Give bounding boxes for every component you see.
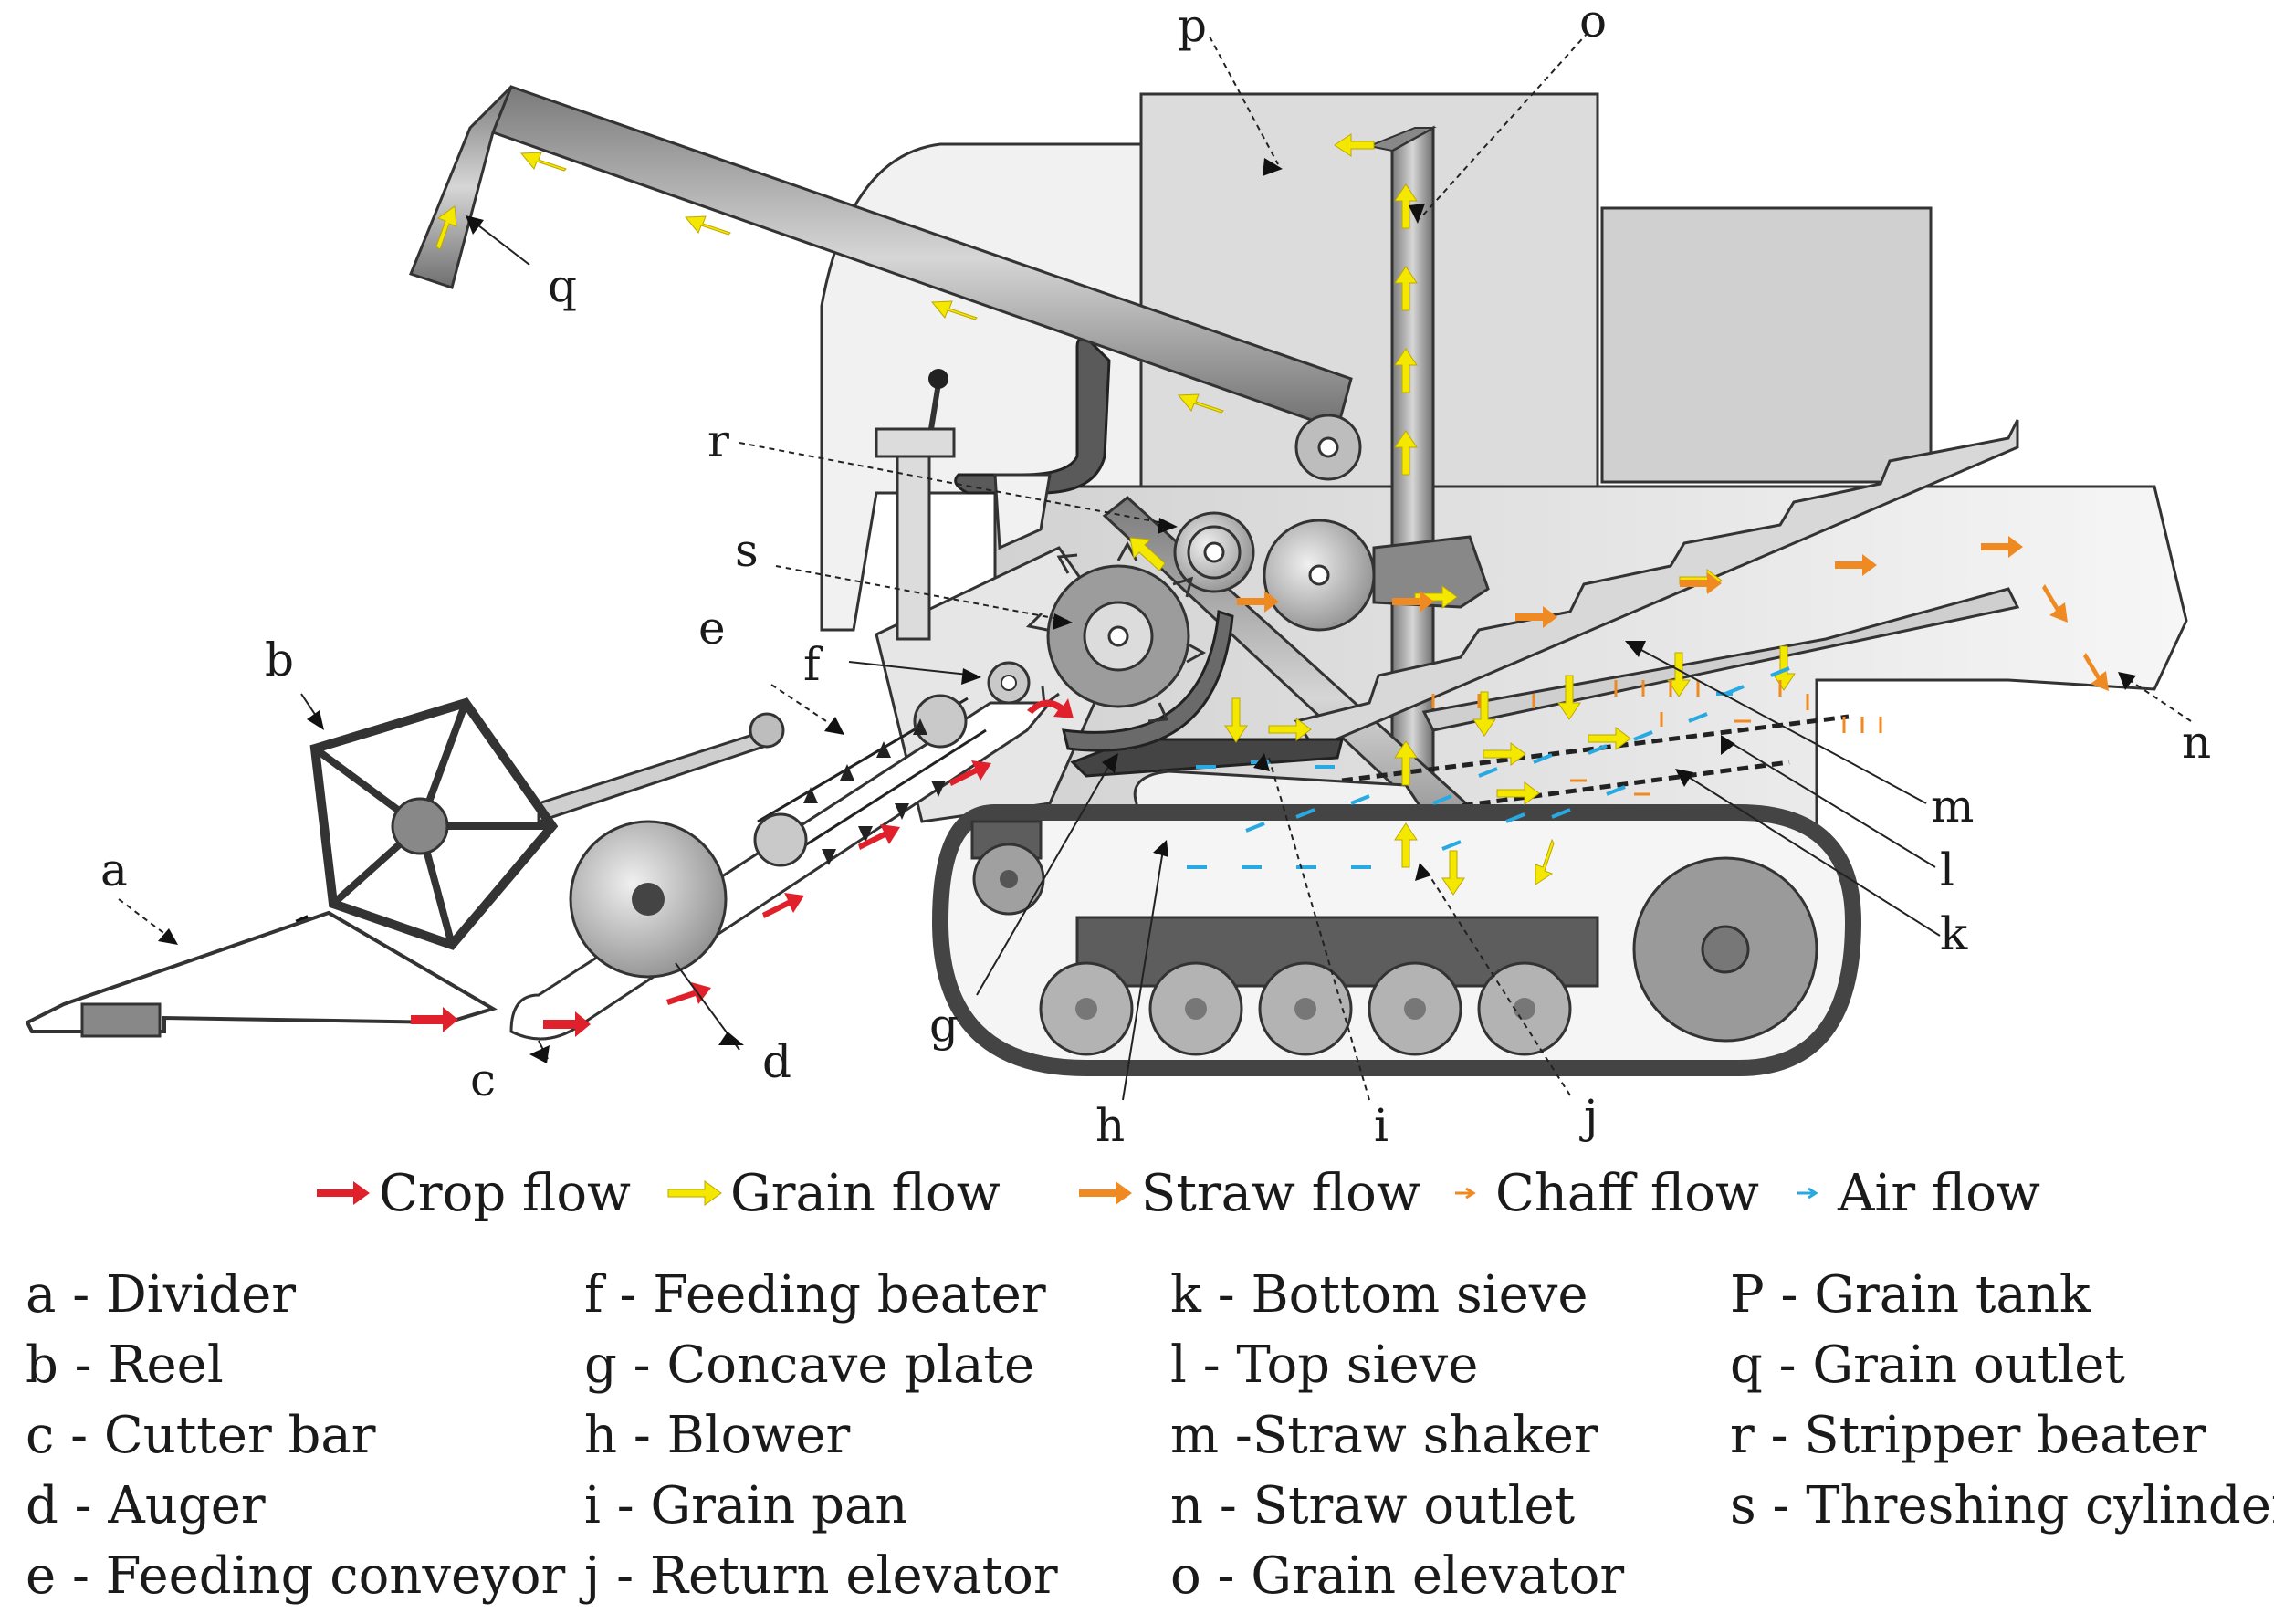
- crop-flow-arrow-icon: [317, 1181, 370, 1205]
- grain-flow-arrow-icon: [667, 1180, 722, 1206]
- part-letter-d: d: [762, 1035, 791, 1088]
- part-letter-f: f: [803, 638, 823, 691]
- key-entry-l: l - Top sieve: [1170, 1336, 1479, 1395]
- key-entry-f: f - Feeding beater: [584, 1265, 1046, 1325]
- part-letter-g: g: [929, 999, 959, 1052]
- part-letter-o: o: [1579, 0, 1607, 47]
- part-letter-a: a: [100, 843, 128, 896]
- key-entry-e: e - Feeding conveyor: [26, 1546, 566, 1606]
- key-entry-r: r - Stripper beater: [1730, 1406, 2206, 1465]
- threshing-cylinder: [1025, 540, 1207, 723]
- part-letter-n: n: [2182, 716, 2211, 769]
- key-entry-n: n - Straw outlet: [1170, 1476, 1576, 1535]
- part-letter-r: r: [707, 414, 729, 467]
- key-entry-d: d - Auger: [26, 1476, 266, 1535]
- top-sieve: [1341, 714, 1850, 783]
- legend-air-flow: Air flow: [1794, 1161, 2040, 1225]
- part-letter-h: h: [1095, 1099, 1125, 1152]
- key-entry-q: q - Grain outlet: [1730, 1336, 2125, 1395]
- legend-label: Air flow: [1838, 1163, 2040, 1223]
- unloading-auger: [409, 85, 1362, 481]
- key-entry-s: s - Threshing cylinder: [1730, 1476, 2274, 1535]
- legend-grain-flow: Grain flow: [666, 1161, 1001, 1225]
- key-column-2: f - Feeding beater g - Concave plate h -…: [584, 1260, 1058, 1611]
- key-entry-c: c - Cutter bar: [26, 1406, 376, 1465]
- track-assembly: [931, 804, 1862, 1076]
- key-entry-o: o - Grain elevator: [1170, 1546, 1625, 1606]
- key-entry-a: a - Divider: [26, 1265, 297, 1325]
- part-letter-p: p: [1178, 0, 1207, 52]
- legend-chaff-flow: Chaff flow: [1451, 1161, 1759, 1225]
- part-letter-b: b: [265, 634, 294, 686]
- part-letter-j: j: [1579, 1090, 1598, 1143]
- key-column-4: P - Grain tank q - Grain outlet r - Stri…: [1730, 1260, 2274, 1541]
- control-lever: [875, 369, 956, 641]
- legend-label: Chaff flow: [1495, 1163, 1759, 1223]
- part-letter-l: l: [1940, 843, 1954, 896]
- chaff-flow-arrows: [1431, 680, 1882, 796]
- legend-straw-flow: Straw flow: [1077, 1161, 1420, 1225]
- part-letter-c: c: [470, 1053, 496, 1106]
- engine-housing: [1600, 206, 1933, 484]
- part-letter-s: s: [735, 524, 759, 577]
- air-flow-arrows: [1187, 666, 1790, 869]
- crop-flow-arrows: [411, 698, 1074, 1037]
- grain-tank: [1139, 92, 1599, 488]
- legend-label: Crop flow: [379, 1163, 631, 1223]
- concave-plate: [1062, 609, 1234, 752]
- key-entry-m: m -Straw shaker: [1170, 1406, 1598, 1465]
- legend-label: Grain flow: [730, 1163, 1001, 1223]
- key-entry-i: i - Grain pan: [584, 1476, 908, 1535]
- part-letter-k: k: [1940, 907, 1968, 960]
- key-column-1: a - Divider b - Reel c - Cutter bar d - …: [26, 1260, 565, 1611]
- auger: [569, 820, 728, 979]
- legend-label: Straw flow: [1141, 1163, 1420, 1223]
- key-column-3: k - Bottom sieve l - Top sieve m -Straw …: [1170, 1260, 1624, 1611]
- air-flow-arrow-icon: [1797, 1187, 1818, 1200]
- cleaning-shroud: [1372, 535, 1490, 609]
- key-entry-j: j - Return elevator: [584, 1546, 1058, 1606]
- part-letters: a b c d e f g h i j k l m n o p q r s: [100, 0, 2211, 1152]
- key-entry-k: k - Bottom sieve: [1170, 1265, 1588, 1325]
- chaff-flow-arrow-icon: [1455, 1187, 1476, 1200]
- part-letter-m: m: [1931, 780, 1974, 833]
- part-letter-e: e: [698, 602, 726, 655]
- part-letter-q: q: [548, 259, 577, 312]
- part-letter-i: i: [1374, 1099, 1389, 1152]
- leader-arrowheads: [158, 158, 2136, 1063]
- stripper-beater: [1173, 511, 1376, 632]
- key-entry-g: g - Concave plate: [584, 1336, 1035, 1395]
- straw-flow-arrow-icon: [1079, 1181, 1132, 1205]
- reel: [295, 697, 785, 1016]
- key-entry-p: P - Grain tank: [1730, 1265, 2091, 1325]
- straw-flow-arrows: [1237, 536, 2109, 691]
- grain-flow-arrows: [435, 133, 1796, 896]
- key-entry-b: b - Reel: [26, 1336, 224, 1395]
- key-entry-h: h - Blower: [584, 1406, 851, 1465]
- legend-crop-flow: Crop flow: [315, 1161, 631, 1225]
